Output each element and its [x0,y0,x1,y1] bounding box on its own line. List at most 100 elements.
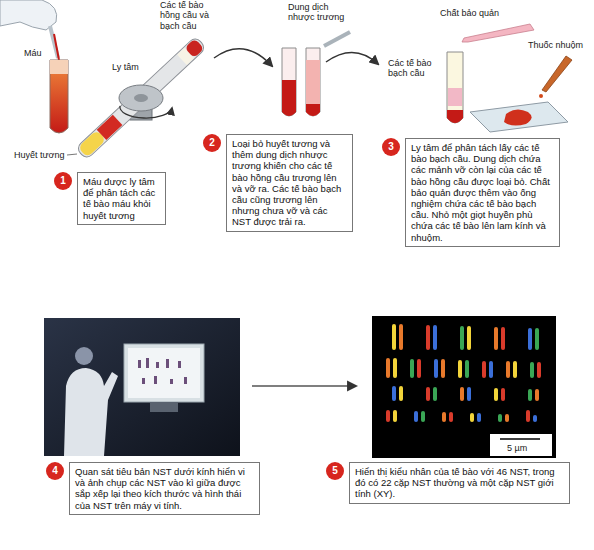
microscope-photo [44,318,240,456]
callout-number: 3 [382,138,400,156]
microscope-photo [146,358,149,368]
chromosome [414,411,418,422]
step-box: 5Hiển thị kiểu nhân của tế bào với 46 NS… [326,462,570,504]
chromosome [426,325,430,350]
chromosome [386,358,390,378]
hand-with-pipette [0,0,59,60]
chromosome [417,359,421,378]
chromosome [458,360,462,378]
flow-arrow [252,385,356,387]
microscope-photo [154,376,157,384]
step-text: Loại bỏ huyết tương và thêm dung dịch nh… [226,134,353,232]
microscope-photo [170,379,173,384]
step-box: 2 Loại bỏ huyết tương và thêm dung dịch n… [203,134,353,232]
white-cell-tube [447,52,463,123]
chromosome [535,328,539,350]
chromosome [460,387,464,401]
chromosome [482,361,486,378]
white-cell-tube [447,110,463,123]
part-label: Chất bảo quản [440,8,499,18]
stain-dropper [542,56,572,92]
centrifuge [119,85,163,111]
blood-tube [50,60,68,133]
microscope-photo [150,402,178,412]
hypotonic-tubes [306,60,320,116]
hypotonic-tubes [306,48,320,116]
microscope-photo [44,318,240,456]
chromosome [421,411,425,422]
callout-number: 5 [326,462,344,480]
callout-number: 4 [46,462,64,480]
part-label: Các tế bào hồng cầu và bạch cầu [160,0,218,31]
microscope-slide [470,102,568,132]
microscope-photo [138,358,187,384]
microscope-photo [75,347,93,365]
stain-dropper [539,56,572,98]
chromosome [433,325,437,350]
callout-number: 2 [203,134,221,152]
part-label: Máu [24,48,42,58]
chromosome [434,359,438,378]
part-label: Ly tâm [112,62,139,72]
centrifuge [76,36,207,160]
step-box: 1Máu được ly tâm để phân tách các tế bào… [54,172,166,225]
step-box: 4 Quan sát tiêu bản NST dưới kính hiển vi… [46,462,260,515]
hypotonic-tubes [282,48,296,116]
chromosome [393,358,397,378]
chromosome [505,414,509,422]
chromosome [392,324,396,350]
part-label: Huyết tương [14,150,64,160]
callout-number: 1 [54,172,72,190]
hypotonic-tubes [282,80,296,116]
scale-box [490,434,552,456]
chromosome [386,324,541,422]
chromosome [470,413,474,422]
preservative-pipette [462,24,534,42]
chromosome [530,362,534,378]
step-box: 3 Ly tâm để phân tách lấy các tế bào bạch… [382,138,560,247]
centrifuge [120,106,172,118]
chromosome [449,412,453,422]
stain-dropper [539,94,543,98]
preservative-pipette [462,24,534,42]
chromosome [441,359,445,378]
hypotonic-tubes [306,104,320,116]
chromosome [533,415,537,422]
chromosome [386,410,390,422]
chromosome [467,387,471,401]
part-label: Thuốc nhuộm [528,40,583,50]
part-label: Các tế bào bạch cầu [388,58,443,79]
blood-tube [50,60,68,133]
centrifuge [184,38,204,58]
step-text: Ly tâm để phân tách lấy các tế bào bạch … [405,138,560,247]
step-text: Quan sát tiêu bản NST dưới kính hiển vi … [69,462,260,515]
microscope-photo [142,378,145,384]
chromosome [410,359,414,378]
microscope-photo [156,362,159,368]
chromosome [399,324,403,350]
chromosome [506,361,510,378]
hand-with-pipette [0,0,57,30]
leader-line [67,154,77,155]
blood-tube [50,60,68,74]
chromosome [467,326,471,350]
microscope-photo [128,348,200,398]
chromosome [526,410,530,422]
chromosome [426,387,430,401]
chromosome [489,361,493,378]
part-label: Dung dịch nhược trương [288,2,350,23]
microscope-photo [178,361,181,368]
chromosome [399,386,403,401]
chromosome [535,389,539,401]
chromosome [513,361,517,378]
chromosome [494,388,498,401]
karyotype-panel [372,316,556,458]
chromosome [537,362,541,378]
chromosome [460,326,464,350]
chromosome [494,327,498,350]
chromosome [442,412,446,422]
microscope-photo [184,377,187,384]
chromosome [392,386,396,401]
